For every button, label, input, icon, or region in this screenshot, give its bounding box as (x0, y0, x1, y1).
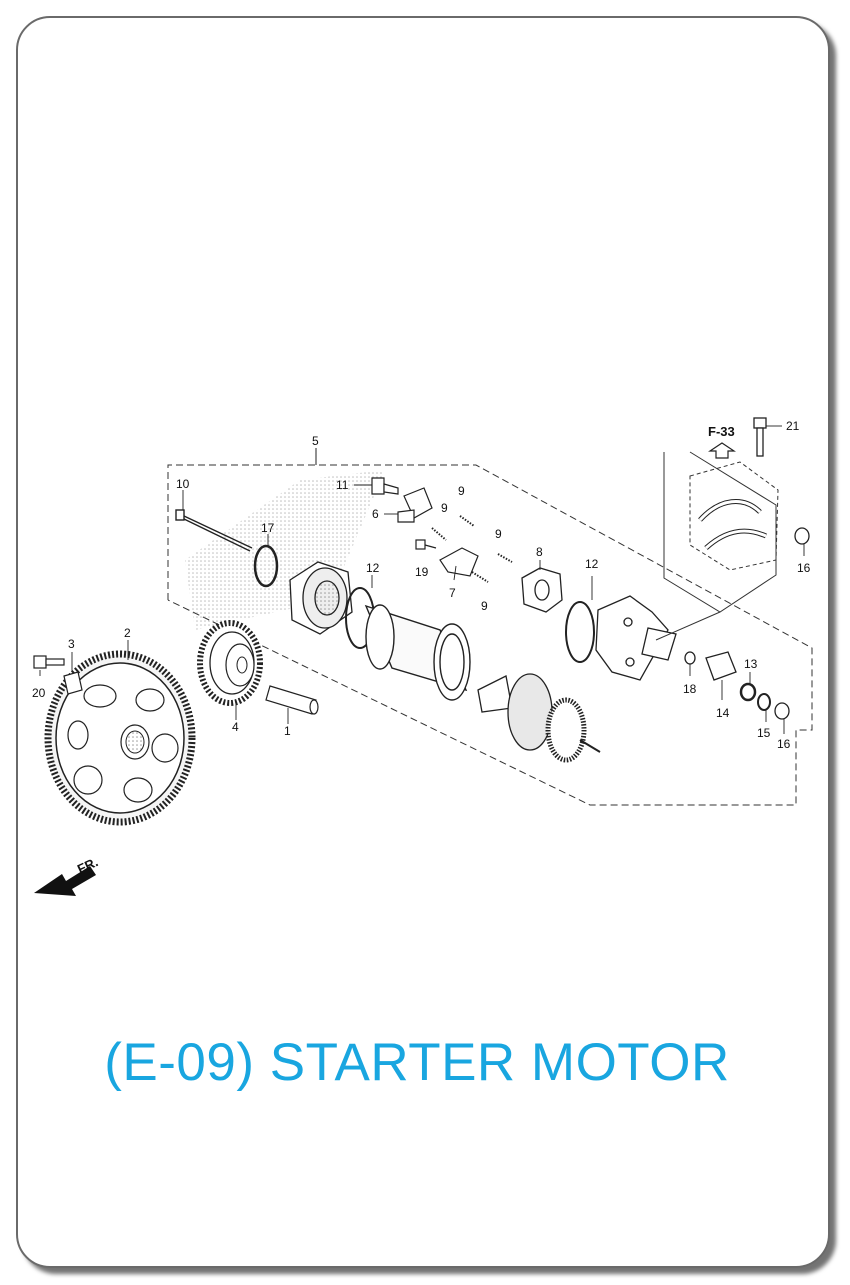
callout-19: 19 (415, 565, 429, 579)
callout-10: 10 (176, 477, 190, 491)
callout-13: 13 (744, 657, 758, 671)
callout-6: 6 (372, 507, 379, 521)
shade-area (185, 470, 385, 630)
rear-cover (595, 595, 677, 681)
callout-17: 17 (261, 521, 275, 535)
callout-18: 18 (683, 682, 697, 696)
callout-11: 11 (336, 478, 349, 492)
front-arrow-icon (34, 866, 96, 896)
brush-plate (521, 567, 563, 613)
callout-2: 2 (124, 626, 131, 640)
ref-arrow-icon (708, 442, 736, 459)
brush-holder (371, 477, 479, 577)
callout-9a: 9 (458, 484, 465, 498)
starter-driven-gear (44, 650, 196, 826)
cable-assembly (655, 451, 779, 641)
callout-12a: 12 (366, 561, 380, 575)
assembly-outline (167, 464, 813, 806)
screw-19 (415, 539, 437, 550)
callout-5: 5 (312, 434, 319, 448)
ref-page-label: F-33 (708, 424, 735, 439)
motor-case (364, 604, 471, 701)
springs (431, 515, 513, 583)
o-ring-right (565, 601, 595, 663)
bolt-21 (753, 417, 767, 457)
callout-12b: 12 (585, 557, 599, 571)
o-ring (253, 544, 279, 588)
shaft (265, 685, 319, 715)
clip (63, 671, 83, 695)
callout-21: 21 (786, 419, 800, 433)
armature (477, 673, 601, 763)
front-cover (289, 561, 353, 635)
front-label: FR. (75, 854, 100, 876)
callout-14: 14 (716, 706, 730, 720)
callout-15: 15 (757, 726, 771, 740)
page-title: (E-09) STARTER MOTOR (104, 1033, 730, 1092)
callout-9c: 9 (495, 527, 502, 541)
callout-16a: 16 (777, 737, 791, 751)
callout-1: 1 (284, 724, 291, 738)
leader-lines (39, 425, 805, 734)
callout-labels: 1 2 3 4 5 6 7 8 9 9 9 9 10 11 12 12 13 1… (32, 419, 811, 751)
callout-7: 7 (449, 586, 456, 600)
callout-9d: 9 (481, 599, 488, 613)
callout-4: 4 (232, 720, 239, 734)
callout-16b: 16 (797, 561, 811, 575)
small-parts (684, 527, 810, 720)
bolt-20 (33, 655, 65, 669)
callout-20: 20 (32, 686, 46, 700)
callout-9b: 9 (441, 501, 448, 515)
callout-8: 8 (536, 545, 543, 559)
long-bolt (175, 509, 253, 552)
callout-3: 3 (68, 637, 75, 651)
reduction-gear (197, 620, 263, 706)
